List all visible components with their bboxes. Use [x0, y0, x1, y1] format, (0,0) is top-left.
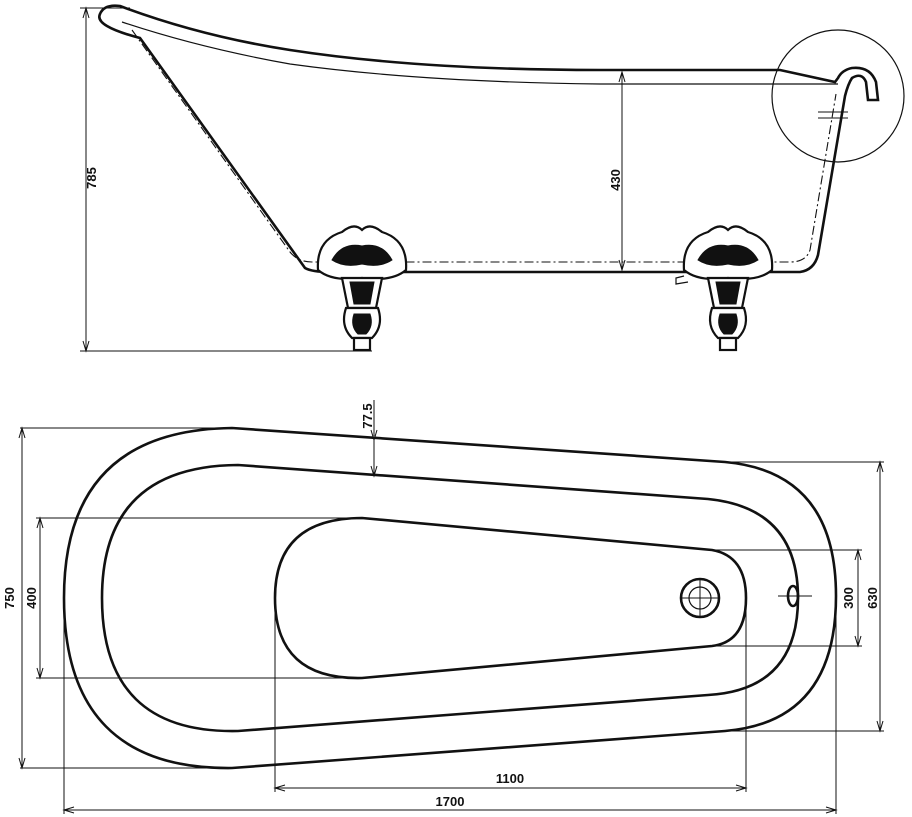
overflow [778, 584, 812, 608]
dimension-label-300: 300 [841, 587, 856, 609]
plan-inner-bowl [273, 516, 748, 680]
dimension-label-750: 750 [2, 587, 17, 609]
dimension-label-785: 785 [84, 167, 99, 189]
dimension-overall-width: 750 [2, 426, 232, 770]
claw-foot-left [316, 225, 408, 352]
dimension-rim-width: 77.5 [360, 400, 378, 478]
dimension-inner-bowl-width: 400 [24, 516, 362, 680]
dimension-label-1700: 1700 [436, 794, 465, 809]
tub-inner-hidden-line [131, 29, 837, 263]
dimension-overall-length: 1700 [62, 598, 838, 814]
dimension-inner-bowl-length: 1100 [273, 598, 748, 792]
tub-rim-inner-line [121, 21, 838, 85]
tub-outer-profile [98, 4, 880, 274]
drain [679, 577, 721, 619]
dimension-narrow-end-outer: 630 [725, 460, 884, 733]
dimension-overall-height: 785 [80, 6, 372, 353]
dimension-label-430: 430 [608, 169, 623, 191]
side-elevation: 785 430 [80, 4, 905, 353]
dimension-label-630: 630 [865, 587, 880, 609]
dimension-label-77-5: 77.5 [360, 403, 375, 428]
plan-view: 77.5 750 400 300 [2, 400, 884, 814]
dimension-label-1100: 1100 [496, 771, 524, 786]
dimension-inner-depth: 430 [608, 70, 626, 272]
dimension-label-400: 400 [24, 587, 39, 609]
rim-detail-circle [771, 29, 905, 163]
dimension-narrow-end-inner: 300 [712, 548, 862, 648]
plan-inner-rim [100, 463, 800, 733]
claw-foot-right [675, 225, 774, 352]
